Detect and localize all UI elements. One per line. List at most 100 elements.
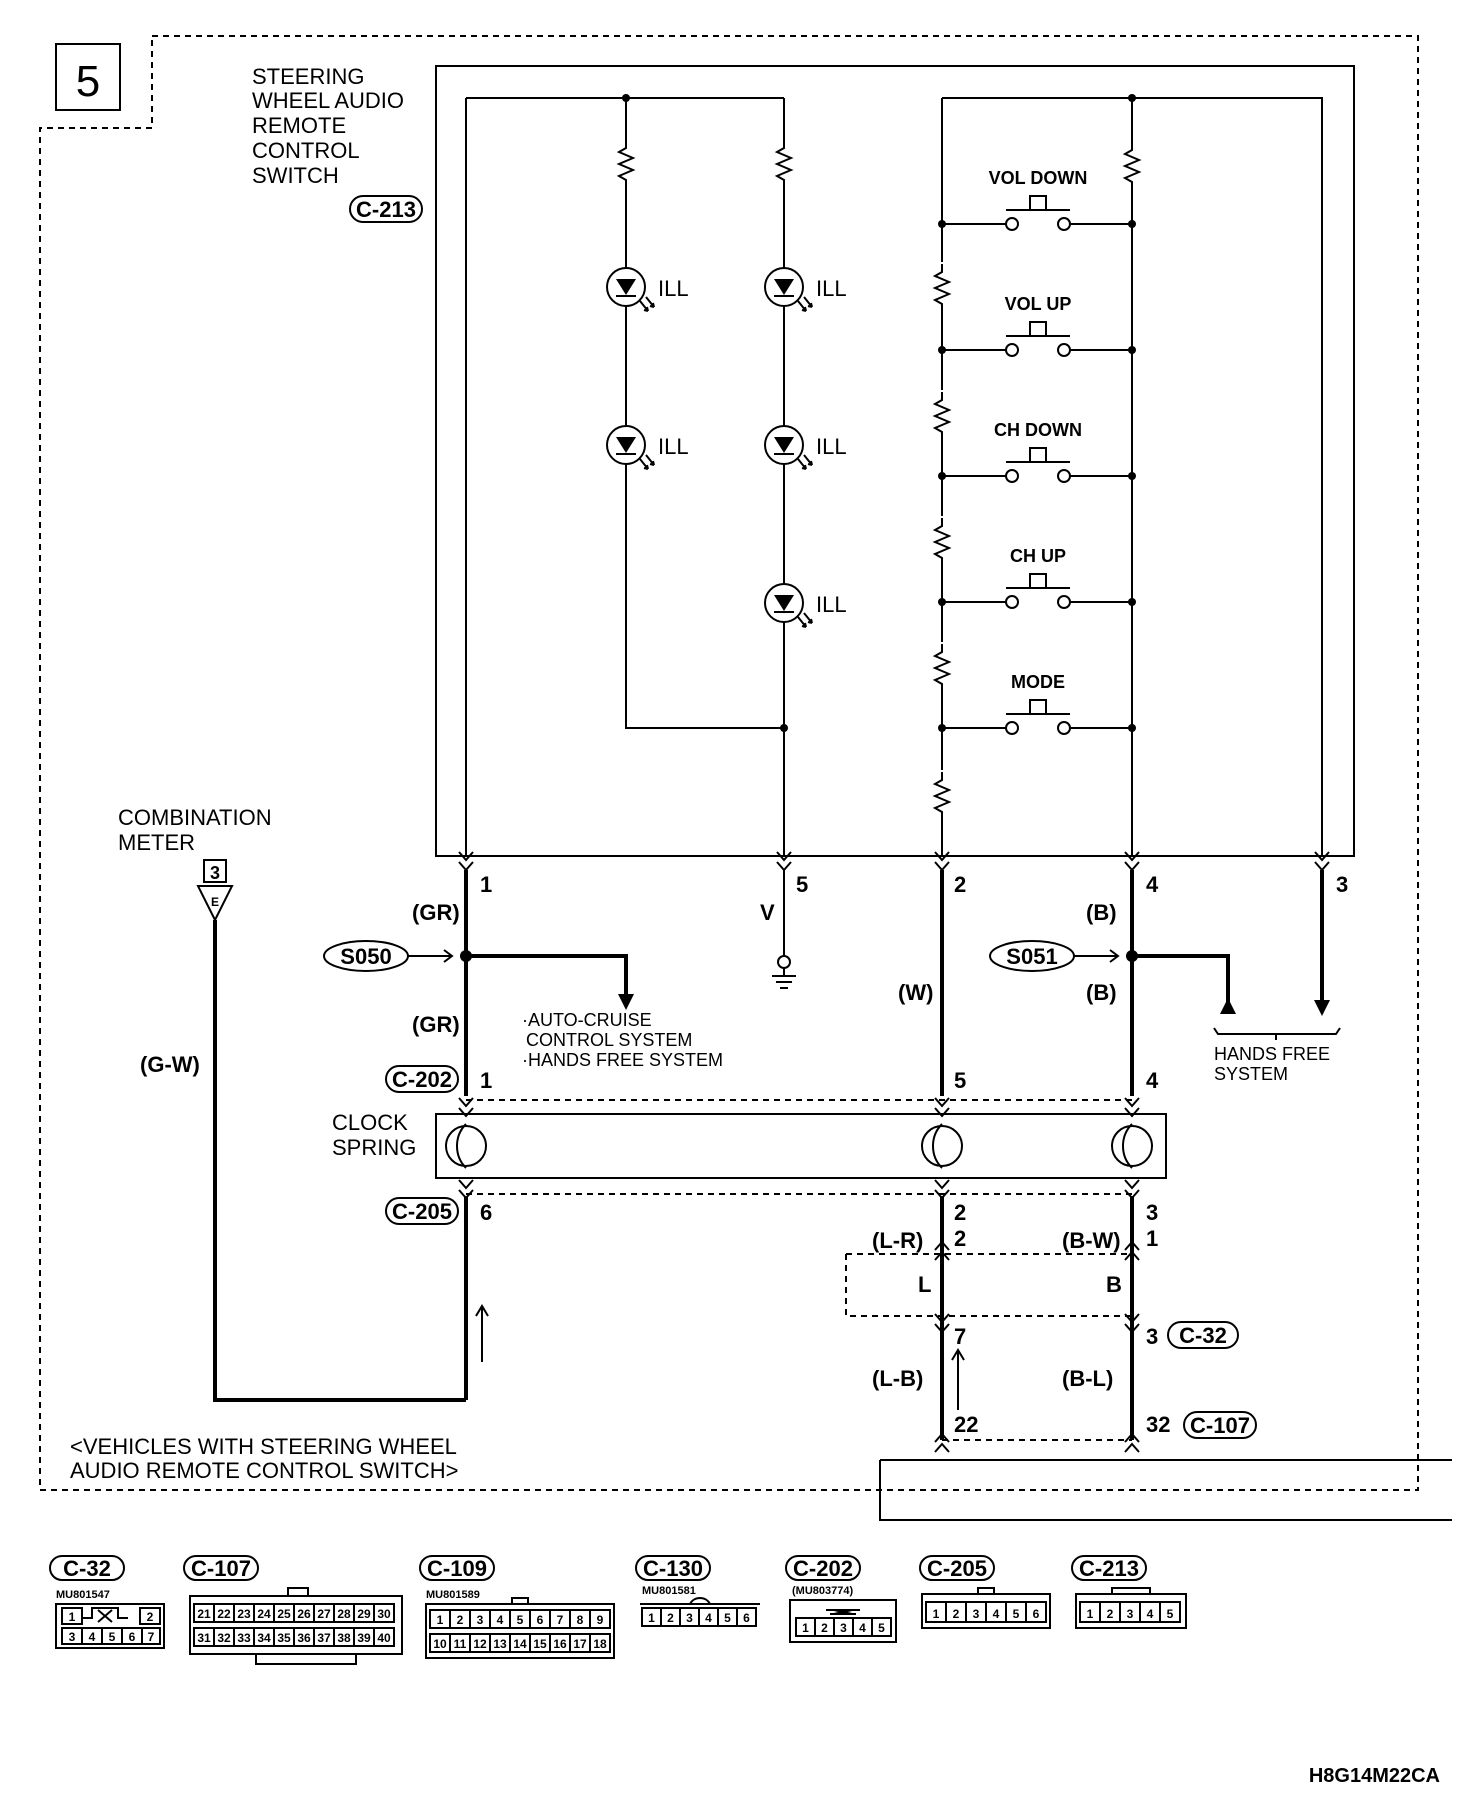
vehicle-note-2: AUDIO REMOTE CONTROL SWITCH> bbox=[70, 1458, 458, 1483]
junction-pin-bottom-3: 3 bbox=[1146, 1324, 1158, 1349]
legend-c107-cell bbox=[373, 1603, 395, 1623]
legend-c205-pin-label: 3 bbox=[973, 1607, 980, 1621]
legend-c109-pin-label: 6 bbox=[537, 1613, 544, 1627]
splice-s051: S051 bbox=[1006, 944, 1057, 969]
switch-module-outline bbox=[435, 65, 1355, 857]
wire-label-g-w: (G-W) bbox=[140, 1052, 200, 1077]
legend-c107-pin-label: 34 bbox=[257, 1631, 271, 1645]
wire-label-w: (W) bbox=[898, 980, 933, 1005]
legend-c107-pin-label: 24 bbox=[257, 1607, 271, 1621]
legend-c109-pin-label: 18 bbox=[593, 1637, 607, 1651]
signal-arrow-left bbox=[475, 1304, 489, 1362]
legend-c107-pin-label: 37 bbox=[317, 1631, 331, 1645]
connector-c107-badge bbox=[1183, 1411, 1257, 1439]
legend-c107-pin-label: 38 bbox=[337, 1631, 351, 1645]
connector-c205: C-205 bbox=[392, 1199, 452, 1224]
ill-label-5: ILL bbox=[816, 592, 847, 617]
legend-c130-pin-label: 4 bbox=[705, 1611, 712, 1625]
legend-c109-pin-label: 9 bbox=[597, 1613, 604, 1627]
connector-c202-badge bbox=[385, 1065, 459, 1093]
system-border bbox=[39, 35, 1419, 1491]
pin-4: 4 bbox=[1146, 872, 1159, 897]
legend-c205-cell bbox=[1025, 1601, 1047, 1623]
legend-c109-cell bbox=[589, 1633, 611, 1653]
connector-c107: C-107 bbox=[1190, 1413, 1250, 1438]
svg-text:C-202: C-202 bbox=[793, 1556, 853, 1581]
meter-box bbox=[203, 859, 227, 883]
legend-c205-pin-label: 4 bbox=[993, 1607, 1000, 1621]
button-vol-down: VOL DOWN bbox=[938, 168, 1136, 231]
svg-text:C-32: C-32 bbox=[63, 1556, 111, 1581]
wire-label-v: V bbox=[760, 900, 775, 925]
legend-c109-pin-label: 13 bbox=[493, 1637, 507, 1651]
pin-5: 5 bbox=[796, 872, 808, 897]
meter-pin: E bbox=[211, 895, 219, 909]
legend-c107-pin-label: 40 bbox=[377, 1631, 391, 1645]
pin-3: 3 bbox=[1336, 872, 1348, 897]
c202-pin-5: 5 bbox=[954, 1068, 966, 1093]
wire-label-b-1: (B) bbox=[1086, 900, 1117, 925]
connector-c32: C-32 bbox=[1179, 1323, 1227, 1348]
button-label-ch-down: CH DOWN bbox=[994, 420, 1082, 440]
svg-text:4: 4 bbox=[89, 1630, 96, 1644]
meter-box-num: 3 bbox=[210, 863, 220, 883]
wire-label-gr-1: (GR) bbox=[412, 900, 460, 925]
c107-pin-22: 22 bbox=[954, 1412, 978, 1437]
button-mode: MODE bbox=[938, 672, 1136, 735]
legend-c107-pin-label: 25 bbox=[277, 1607, 291, 1621]
svg-text:C-205: C-205 bbox=[927, 1556, 987, 1581]
svg-text:C-107: C-107 bbox=[191, 1556, 251, 1581]
ill-lamp-5 bbox=[764, 583, 813, 628]
continuation-box bbox=[879, 1459, 1452, 1521]
legend-c202-pin-label: 2 bbox=[821, 1621, 828, 1635]
legend-c213-pin-label: 5 bbox=[1167, 1607, 1174, 1621]
wire-label-b-2: (B) bbox=[1086, 980, 1117, 1005]
dest-auto-cruise-1: ·AUTO-CRUISE bbox=[522, 1010, 652, 1030]
legend-c109-pin-label: 8 bbox=[577, 1613, 584, 1627]
legend-c213-pin-label: 2 bbox=[1107, 1607, 1114, 1621]
connector-c213: C-213 bbox=[356, 197, 416, 222]
legend-c109-pin-label: 16 bbox=[553, 1637, 567, 1651]
legend-c109-pin-label: 11 bbox=[454, 1637, 467, 1651]
legend-c109-pin-label: 3 bbox=[477, 1613, 484, 1627]
legend-c32: C-32 MU801547 1 2 3 4 5 6 7 bbox=[49, 1555, 165, 1649]
legend-c107-pin-label: 29 bbox=[357, 1607, 371, 1621]
clock-spring-title-2: SPRING bbox=[332, 1135, 416, 1160]
legend-c107-pin-label: 26 bbox=[297, 1607, 311, 1621]
legend-c109-pin-label: 15 bbox=[533, 1637, 547, 1651]
sheet-code: H8G14M22CA bbox=[1309, 1765, 1440, 1787]
button-vol-up: VOL UP bbox=[938, 294, 1136, 357]
ill-lamp-1 bbox=[606, 267, 655, 312]
svg-text:1: 1 bbox=[69, 1610, 76, 1624]
svg-text:MU801581: MU801581 bbox=[642, 1585, 696, 1597]
connector-c205-badge bbox=[385, 1197, 459, 1225]
junction-pin-bottom-7: 7 bbox=[954, 1324, 966, 1349]
legend-c107-pin-label: 21 bbox=[197, 1607, 211, 1621]
legend-c213-pin-label: 1 bbox=[1087, 1607, 1094, 1621]
legend-c109-pin-label: 4 bbox=[497, 1613, 504, 1627]
button-label-vol-down: VOL DOWN bbox=[989, 168, 1088, 188]
c205-pin-3: 3 bbox=[1146, 1200, 1158, 1225]
svg-text:5: 5 bbox=[109, 1630, 116, 1644]
vehicle-note: <VEHICLES WITH STEERING WHEEL bbox=[70, 1434, 457, 1459]
connector-c213-badge bbox=[349, 195, 423, 223]
switch-title-2: WHEEL AUDIO bbox=[252, 88, 404, 113]
splice-s050: S050 bbox=[340, 944, 391, 969]
svg-text:C-213: C-213 bbox=[1079, 1556, 1139, 1581]
legend-c202-pin-label: 1 bbox=[802, 1621, 809, 1635]
legend-c202-pin-label: 4 bbox=[859, 1621, 866, 1635]
legend-c109-pin-label: 10 bbox=[433, 1637, 447, 1651]
wire-label-gr-2: (GR) bbox=[412, 1012, 460, 1037]
c107-pin-32: 32 bbox=[1146, 1412, 1170, 1437]
dest-hands-free-bullet: ·HANDS FREE SYSTEM bbox=[522, 1050, 723, 1070]
legend-c109-pin-label: 14 bbox=[513, 1637, 527, 1651]
legend-c130-cell bbox=[736, 1607, 757, 1627]
svg-text:MU801547: MU801547 bbox=[56, 1589, 110, 1601]
clock-spring-coil-3 bbox=[1111, 1123, 1153, 1169]
junction-pin-top-2: 2 bbox=[954, 1226, 966, 1251]
